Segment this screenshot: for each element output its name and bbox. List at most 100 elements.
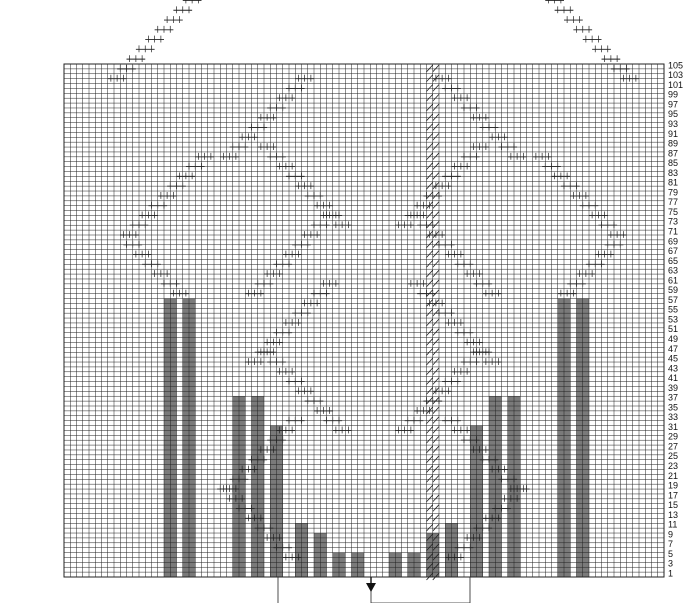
center-cable-stitch <box>426 504 440 512</box>
center-cable-stitch <box>426 367 440 376</box>
row-number: 69 <box>668 236 678 246</box>
row-number: 65 <box>668 256 678 266</box>
row-number: 25 <box>668 451 678 461</box>
row-number: 93 <box>668 119 678 129</box>
row-number: 45 <box>668 354 678 364</box>
row-number: 97 <box>668 99 678 109</box>
center-cable-stitch <box>426 152 440 161</box>
center-cable-stitch <box>426 240 440 248</box>
center-cable-stitch <box>426 563 440 571</box>
row-number: 81 <box>668 178 678 188</box>
center-cable-stitch <box>426 211 440 219</box>
center-cable-stitch <box>426 279 440 288</box>
row-number: 83 <box>668 168 678 178</box>
center-cable-stitch <box>426 113 440 121</box>
repeat-brackets <box>277 577 471 603</box>
center-cable-stitch <box>426 191 440 200</box>
center-cable-stitch <box>426 123 440 131</box>
row-number: 55 <box>668 305 678 315</box>
row-number: 95 <box>668 109 678 119</box>
center-cable-stitch <box>426 357 440 366</box>
center-cable-stitch <box>426 494 440 503</box>
center-cable-stitch <box>426 387 440 395</box>
row-number: 87 <box>668 148 678 158</box>
row-number: 17 <box>668 490 678 500</box>
center-cable-stitch <box>426 299 440 307</box>
row-number: 37 <box>668 393 678 403</box>
row-number: 41 <box>668 373 678 383</box>
row-number: 61 <box>668 275 678 285</box>
row-number: 3 <box>668 559 673 569</box>
row-number: 59 <box>668 285 678 295</box>
center-cable-stitch <box>426 465 440 473</box>
center-cable-stitch <box>426 533 440 542</box>
center-cable-stitch <box>426 103 440 112</box>
row-number: 73 <box>668 217 678 227</box>
center-cable-stitch <box>426 308 440 317</box>
center-cable-stitch <box>426 348 440 356</box>
center-cable-stitch <box>426 162 440 170</box>
start-arrow-icon <box>366 577 376 592</box>
row-number: 43 <box>668 363 678 373</box>
row-number: 85 <box>668 158 678 168</box>
center-cable-stitch <box>426 318 440 327</box>
row-number: 101 <box>668 80 683 90</box>
center-cable-stitch <box>426 201 440 209</box>
center-cable-stitch <box>426 181 440 190</box>
row-number: 15 <box>668 500 678 510</box>
row-number: 99 <box>668 90 678 100</box>
center-cable-stitch <box>426 416 440 424</box>
center-cable-stitch <box>426 64 440 73</box>
center-cable-stitch <box>426 250 440 258</box>
center-cable-stitch <box>426 553 440 561</box>
row-number: 77 <box>668 197 678 207</box>
row-number: 35 <box>668 402 678 412</box>
center-cable-stitch <box>426 396 440 405</box>
row-number: 19 <box>668 481 678 491</box>
row-number: 5 <box>668 549 673 559</box>
row-number: 71 <box>668 227 678 237</box>
center-cable-stitch <box>426 142 440 151</box>
center-cable-stitch <box>426 289 440 297</box>
center-cable-stitch <box>426 523 440 532</box>
center-cable-stitch <box>426 74 440 82</box>
center-cable-stitch <box>426 221 440 229</box>
center-cable-stitch <box>426 484 440 493</box>
center-cable-stitch <box>426 455 440 463</box>
row-number: 13 <box>668 510 678 520</box>
row-number: 105 <box>668 60 683 70</box>
chart-border <box>63 63 665 578</box>
row-number: 9 <box>668 529 673 539</box>
center-cable-stitch <box>426 328 440 336</box>
row-number: 31 <box>668 422 678 432</box>
center-cable-stitch <box>426 426 440 434</box>
row-number: 63 <box>668 266 678 276</box>
row-numbers: 1051031019997959391898785838179777573716… <box>668 60 683 578</box>
row-number: 103 <box>668 70 683 80</box>
row-number: 91 <box>668 129 678 139</box>
row-number: 47 <box>668 344 678 354</box>
center-cable-stitch <box>426 377 440 385</box>
row-number: 49 <box>668 334 678 344</box>
row-number: 89 <box>668 139 678 149</box>
chart-grid <box>63 63 665 578</box>
center-cable-stitch <box>426 94 440 102</box>
row-number: 1 <box>668 569 673 579</box>
center-cable-stitch <box>426 406 440 415</box>
row-number: 11 <box>668 520 677 530</box>
row-number: 39 <box>668 383 678 393</box>
row-number: 57 <box>668 295 678 305</box>
center-cable-stitch <box>426 260 440 268</box>
center-cable-stitch <box>426 172 440 180</box>
center-cable-stitch <box>426 543 440 551</box>
row-number: 21 <box>668 471 678 481</box>
center-cable-stitch <box>426 338 440 346</box>
center-cable-stitch <box>426 436 440 444</box>
row-number: 23 <box>668 461 678 471</box>
center-cable-stitch <box>426 230 440 239</box>
row-number: 27 <box>668 441 678 451</box>
row-number: 29 <box>668 432 678 442</box>
center-cable-stitch <box>426 133 440 141</box>
center-cable-stitch <box>426 84 440 92</box>
